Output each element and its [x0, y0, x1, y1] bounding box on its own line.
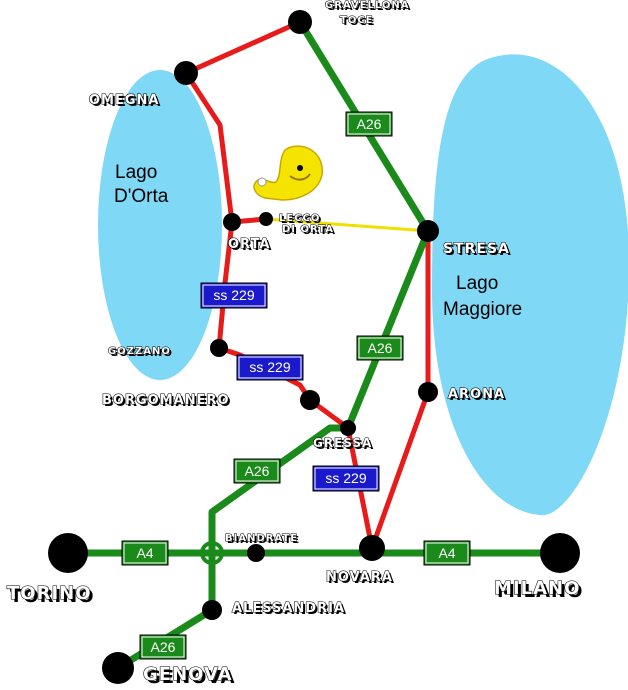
- lake-orta-label-1: Lago: [115, 162, 157, 183]
- dot-gressa: [340, 420, 356, 436]
- label-lecco: LECCO: [279, 213, 320, 224]
- dot-novara: [359, 535, 385, 561]
- label-alessandria: ALESSANDRIA: [232, 601, 345, 616]
- dot-gravellona: [288, 10, 312, 34]
- label-novara: NOVARA: [326, 570, 393, 585]
- duck-mascot-icon: [253, 145, 323, 201]
- label-arona: ARONA: [448, 387, 505, 402]
- dot-biandrate: [247, 544, 265, 562]
- dot-stresa: [417, 220, 439, 242]
- svg-text:ss 229: ss 229: [325, 470, 366, 486]
- svg-text:A26: A26: [368, 340, 393, 356]
- svg-text:GOZZANO: GOZZANO: [110, 348, 173, 359]
- dot-alessandria: [202, 600, 222, 620]
- dot-genova: [102, 652, 134, 684]
- label-di-orta: DI ORTA: [282, 224, 334, 235]
- label-milano: MILANO: [494, 578, 580, 599]
- svg-text:ss 229: ss 229: [213, 287, 254, 303]
- svg-text:ALESSANDRIA: ALESSANDRIA: [234, 603, 347, 618]
- label-gressa: GRESSA: [313, 436, 372, 450]
- badge-a4-right: A4: [423, 540, 471, 566]
- lake-road: [265, 217, 429, 233]
- svg-text:GRAVELLONA: GRAVELLONA: [327, 2, 412, 13]
- motorway-junction: [200, 541, 224, 565]
- svg-text:ARONA: ARONA: [450, 389, 507, 404]
- dot-borgomanero: [300, 390, 320, 410]
- svg-text:DI ORTA: DI ORTA: [284, 226, 336, 237]
- label-torino: TORINO: [7, 583, 92, 604]
- badge-a26-top: A26: [345, 111, 393, 137]
- badge-ss229-3: ss 229: [312, 465, 380, 492]
- dot-arona: [418, 382, 438, 402]
- svg-text:BIANDRATE: BIANDRATE: [227, 535, 300, 546]
- svg-text:ORTA: ORTA: [230, 239, 272, 254]
- label-orta: ORTA: [228, 237, 270, 252]
- svg-text:LECCO: LECCO: [281, 215, 322, 226]
- label-genova: GENOVA: [143, 664, 233, 685]
- badge-a26-mid: A26: [356, 335, 404, 361]
- lake-orta: [98, 70, 222, 380]
- lake-maggiore-label-1: Lago: [456, 273, 498, 294]
- badge-ss229-1: ss 229: [200, 282, 268, 309]
- dot-orta: [223, 213, 241, 231]
- svg-text:A4: A4: [438, 545, 455, 561]
- badge-a4-left: A4: [121, 540, 169, 566]
- label-gravellona: GRAVELLONA: [325, 0, 410, 11]
- svg-text:A26: A26: [151, 639, 176, 655]
- dot-milano: [540, 533, 580, 573]
- label-stresa: STRESA: [443, 241, 510, 257]
- city-dots: [48, 10, 580, 684]
- svg-text:A4: A4: [136, 545, 153, 561]
- svg-text:ss 229: ss 229: [249, 359, 290, 375]
- svg-text:GRESSA: GRESSA: [315, 438, 374, 452]
- svg-text:TOCE: TOCE: [342, 17, 376, 28]
- dot-torino: [48, 533, 88, 573]
- svg-text:OMEGNA: OMEGNA: [91, 95, 161, 110]
- dot-lecco: [259, 212, 273, 226]
- svg-text:A26: A26: [357, 116, 382, 132]
- svg-text:NOVARA: NOVARA: [328, 572, 395, 587]
- badge-a26-lower: A26: [233, 458, 281, 484]
- label-gozzano: GOZZANO: [108, 346, 171, 357]
- badge-ss229-2: ss 229: [236, 354, 304, 381]
- label-biandrate: BIANDRATE: [225, 533, 298, 544]
- label-omegna: OMEGNA: [89, 93, 159, 108]
- lake-maggiore-label-2: Maggiore: [443, 299, 522, 320]
- city-labels: GRAVELLONA GRAVELLONA TOCE TOCE OMEGNA O…: [6, 0, 583, 688]
- svg-text:A26: A26: [245, 463, 270, 479]
- svg-text:STRESA: STRESA: [445, 243, 512, 259]
- svg-text:BORGOMANERO: BORGOMANERO: [104, 395, 232, 410]
- lake-maggiore: [432, 54, 628, 516]
- dot-omegna: [174, 61, 198, 85]
- lake-orta-label-2: D'Orta: [114, 186, 169, 207]
- badges: A26 A26 A26 A26 A4 A4: [121, 111, 471, 660]
- badge-a26-bottom: A26: [139, 634, 187, 660]
- dot-gozzano: [210, 339, 228, 357]
- label-toce: TOCE: [340, 15, 374, 26]
- svg-text:MILANO: MILANO: [497, 581, 583, 602]
- label-borgomanero: BORGOMANERO: [102, 393, 230, 408]
- svg-text:GENOVA: GENOVA: [146, 667, 236, 688]
- svg-text:TORINO: TORINO: [10, 586, 95, 607]
